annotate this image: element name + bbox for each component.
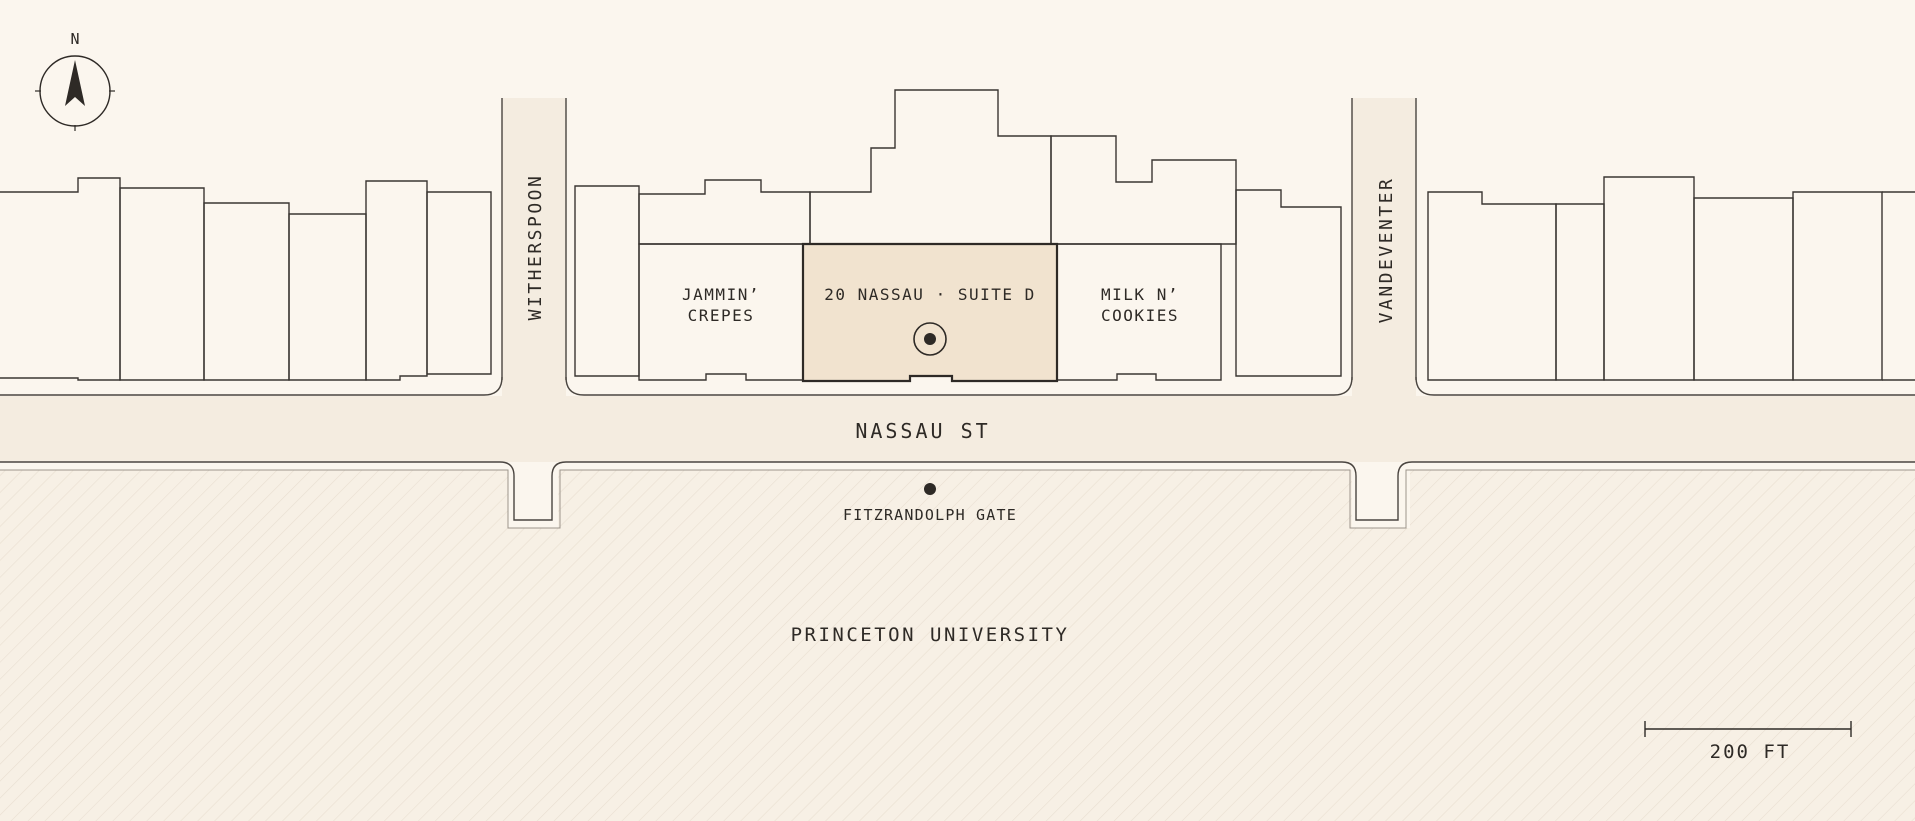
scale-bar-label: 200 FT (1710, 741, 1791, 763)
milk-n-cookies-building (1056, 243, 1222, 381)
location-marker-dot-icon (924, 333, 936, 345)
milk-n-cookies-label-line2: COOKIES (1101, 306, 1179, 325)
jammin-crepes-label-line1: JAMMIN’ (682, 285, 760, 304)
center-block-buildings (574, 89, 1342, 381)
vandeventer-street-label: VANDEVENTER (1376, 177, 1397, 324)
location-marker-ring-icon[interactable] (913, 322, 947, 356)
princeton-university-label: PRINCETON UNIVERSITY (791, 624, 1070, 646)
gate-marker-icon (924, 483, 936, 495)
block-outline-center (565, 376, 1353, 396)
block-outline-west (0, 376, 503, 396)
witherspoon-street-surface (502, 98, 566, 398)
east-block-buildings (1427, 176, 1915, 381)
nassau-street-surface (0, 396, 1915, 462)
vandeventer-street-surface (1352, 98, 1416, 398)
compass-north-label: N (70, 30, 79, 48)
nassau-street-label: NASSAU ST (855, 419, 990, 443)
witherspoon-street-label: WITHERSPOON (525, 174, 546, 321)
milk-n-cookies-label-line1: MILK N’ (1101, 285, 1179, 304)
suite-d-building[interactable] (801, 242, 1059, 383)
block-outline-east (1415, 376, 1915, 396)
scale-bar (1644, 721, 1852, 737)
campus-area (0, 470, 1915, 821)
compass-rose-icon (35, 55, 115, 131)
suite-d-label: 20 NASSAU · SUITE D (824, 285, 1036, 304)
campus-curb (0, 461, 1915, 521)
jammin-crepes-label-line2: CREPES (688, 306, 755, 325)
west-block-buildings (0, 177, 492, 381)
fitzrandolph-gate-label: FITZRANDOLPH GATE (843, 506, 1017, 524)
campus-inner-curb (0, 469, 1915, 529)
